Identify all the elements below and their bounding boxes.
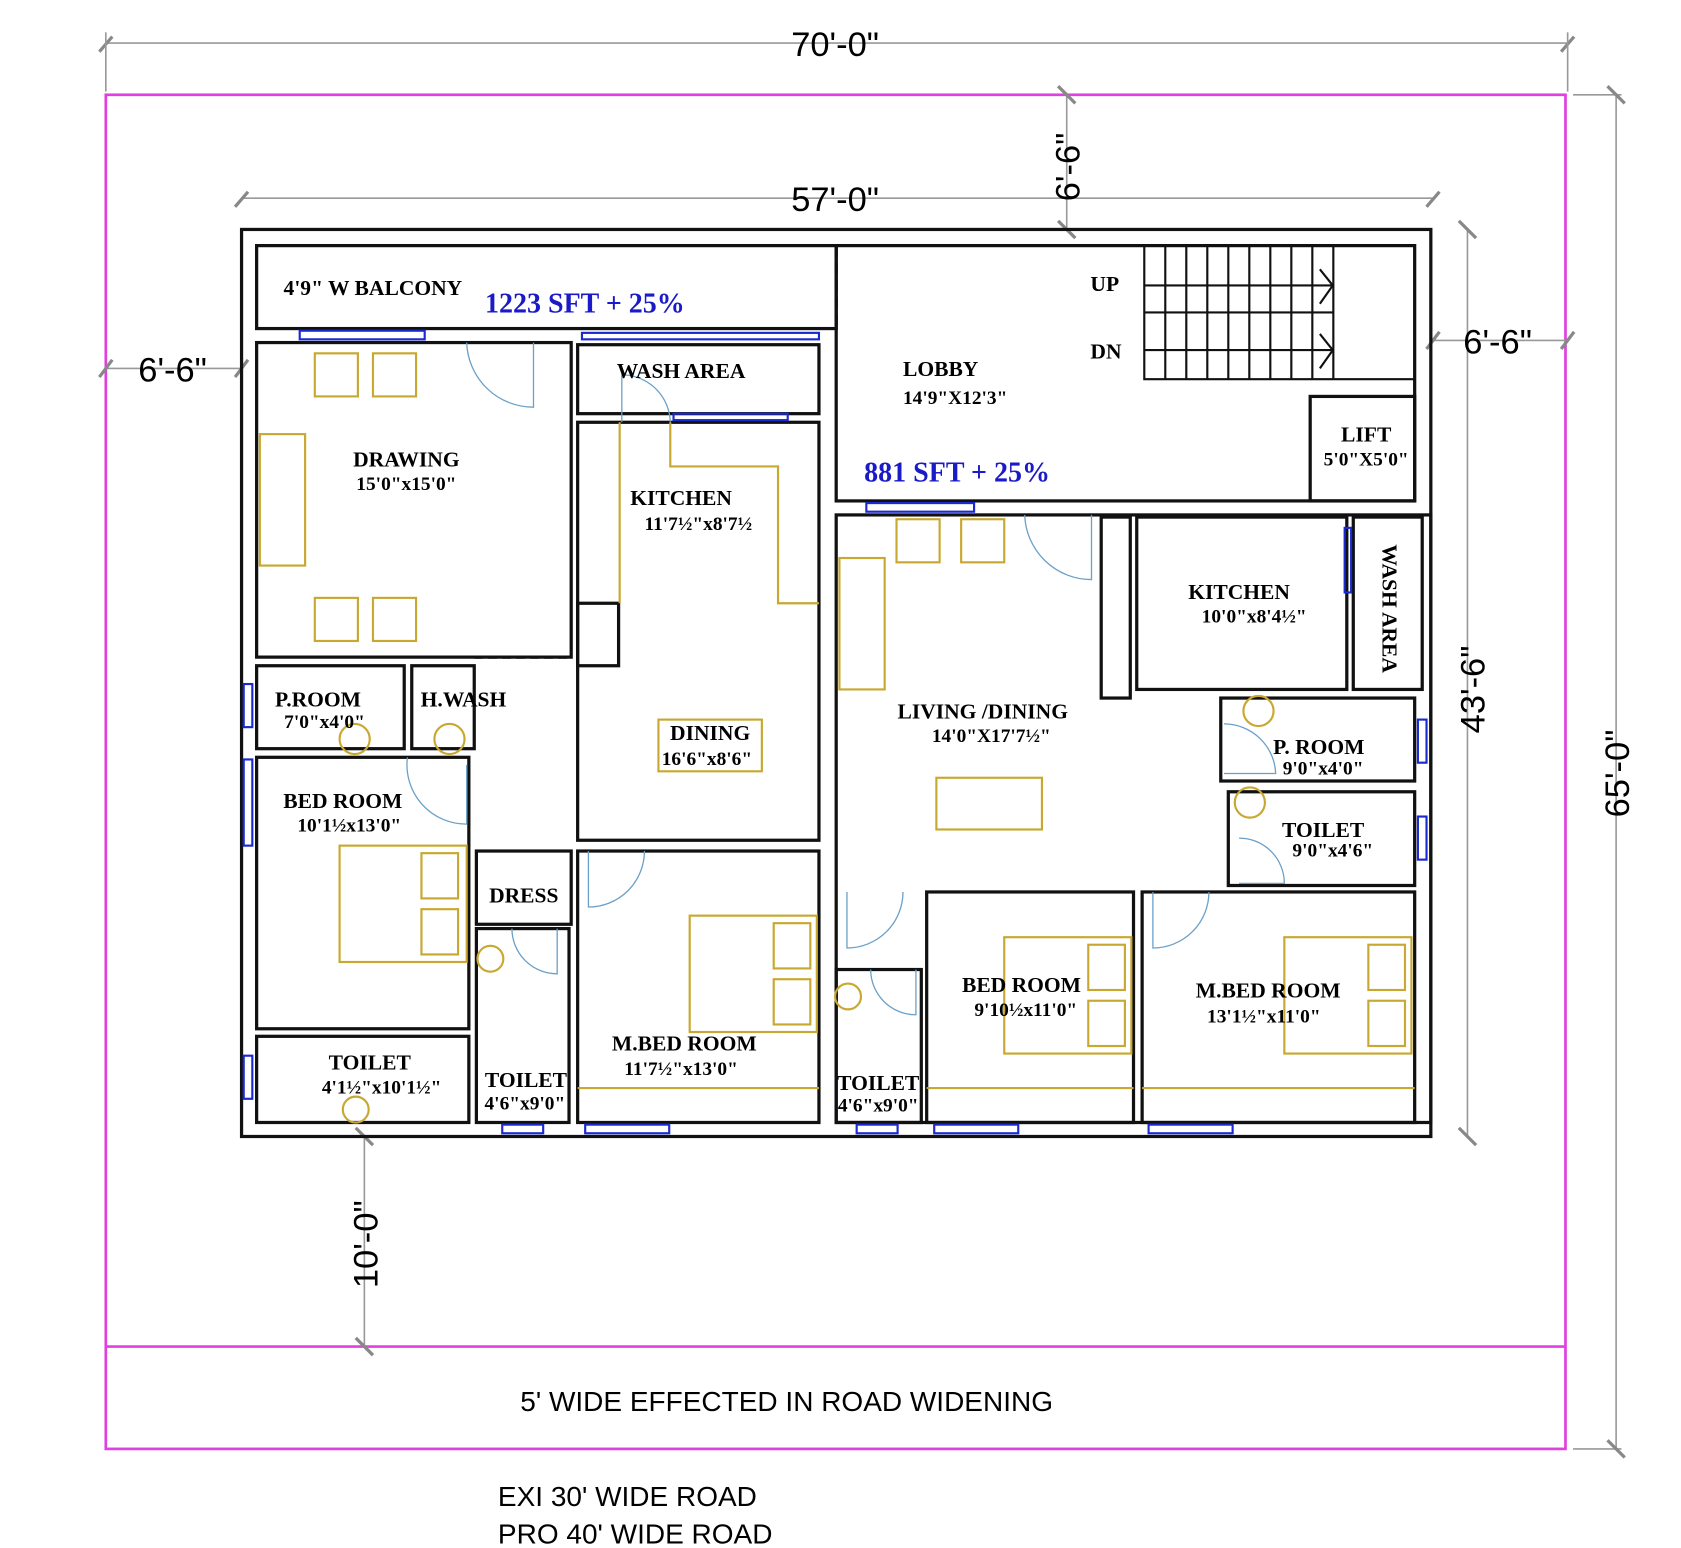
- existing-road-note: EXI 30' WIDE ROAD: [498, 1481, 757, 1512]
- rear-setback-label: 10'-0": [347, 1200, 385, 1288]
- room-label-toilet-right-2: TOILET: [837, 1071, 920, 1095]
- room-size-m-bed-room-right: 13'1½"x11'0": [1207, 1006, 1321, 1027]
- stair-down-label: DN: [1090, 340, 1122, 364]
- room-label-dress: DRESS: [489, 884, 558, 908]
- room-label-kitchen: KITCHEN: [630, 486, 732, 510]
- furniture: [258, 352, 1415, 1124]
- road-widening-note: 5' WIDE EFFECTED IN ROAD WIDENING: [520, 1386, 1053, 1417]
- room-size-p-room: 7'0"x4'0": [284, 712, 365, 733]
- stair-up-label: UP: [1090, 272, 1119, 296]
- doors: [406, 342, 1285, 1016]
- room-label-bed-room: BED ROOM: [283, 789, 402, 813]
- room-label-drawing: DRAWING: [353, 447, 460, 471]
- staircase: [1143, 244, 1416, 381]
- building-width-label: 57'-0": [791, 181, 879, 219]
- room-size-living-dining: 14'0"X17'7½": [932, 726, 1051, 747]
- room-label-h-wash: H.WASH: [421, 688, 507, 712]
- room-size-toilet-1: 4'1½"x10'1½": [322, 1077, 441, 1098]
- room-size-drawing: 15'0"x15'0": [356, 474, 456, 495]
- left-unit-area: 1223 SFT + 25%: [485, 288, 685, 319]
- room-size-lift: 5'0"X5'0": [1324, 449, 1409, 470]
- plot-depth-label: 65'-0": [1599, 730, 1637, 818]
- room-size-toilet-right: 9'0"x4'6": [1292, 840, 1373, 861]
- room-label-toilet-right: TOILET: [1282, 818, 1365, 842]
- room-label-toilet-1: TOILET: [329, 1051, 412, 1075]
- plot-width-label: 70'-0": [791, 26, 879, 64]
- room-label-dining: DINING: [670, 721, 750, 745]
- room-size-m-bed-room: 11'7½"x13'0": [624, 1059, 738, 1080]
- left-setback-label: 6'-6": [138, 351, 207, 389]
- room-size-kitchen-right: 10'0"x8'4½": [1202, 607, 1307, 628]
- room-label-balcony: 4'9" W BALCONY: [284, 276, 463, 300]
- room-size-toilet-right-2: 4'6"x9'0": [838, 1096, 919, 1117]
- building-depth-label: 43'-6": [1455, 646, 1493, 734]
- room-label-m-bed-room-right: M.BED ROOM: [1196, 979, 1341, 1003]
- room-size-bed-room-right: 9'10½x11'0": [974, 1000, 1077, 1021]
- windows: [242, 329, 1428, 1135]
- room-size-p-room-right: 9'0"x4'0": [1283, 759, 1364, 780]
- right-unit-area: 881 SFT + 25%: [864, 458, 1050, 489]
- right-setback-label: 6'-6": [1463, 323, 1532, 361]
- dimension-lines: [98, 32, 1626, 1459]
- room-label-p-room-right: P. ROOM: [1273, 735, 1364, 759]
- room-size-lobby: 14'9"X12'3": [903, 388, 1007, 409]
- room-label-bed-room-right: BED ROOM: [962, 973, 1081, 997]
- room-size-bed-room: 10'1½x13'0": [297, 816, 401, 837]
- room-label-living-dining: LIVING /DINING: [897, 700, 1068, 724]
- room-label-p-room: P.ROOM: [275, 688, 361, 712]
- room-size-toilet-2: 4'6"x9'0": [485, 1094, 566, 1115]
- room-size-dining: 16'6"x8'6": [662, 749, 752, 770]
- room-label-m-bed-room: M.BED ROOM: [612, 1031, 757, 1055]
- room-label-toilet-2: TOILET: [485, 1068, 568, 1092]
- room-label-lift: LIFT: [1341, 423, 1392, 447]
- room-label-lobby: LOBBY: [903, 357, 979, 381]
- room-label-kitchen-right: KITCHEN: [1188, 580, 1290, 604]
- plot-boundary: [104, 93, 1567, 1451]
- front-setback-label: 6'-6": [1050, 133, 1088, 202]
- room-size-kitchen: 11'7½"x8'7½: [644, 514, 752, 535]
- proposed-road-note: PRO 40' WIDE ROAD: [498, 1519, 773, 1548]
- room-label-wash-area: WASH AREA: [617, 359, 746, 383]
- room-label-wash-area-right: WASH AREA: [1377, 544, 1401, 673]
